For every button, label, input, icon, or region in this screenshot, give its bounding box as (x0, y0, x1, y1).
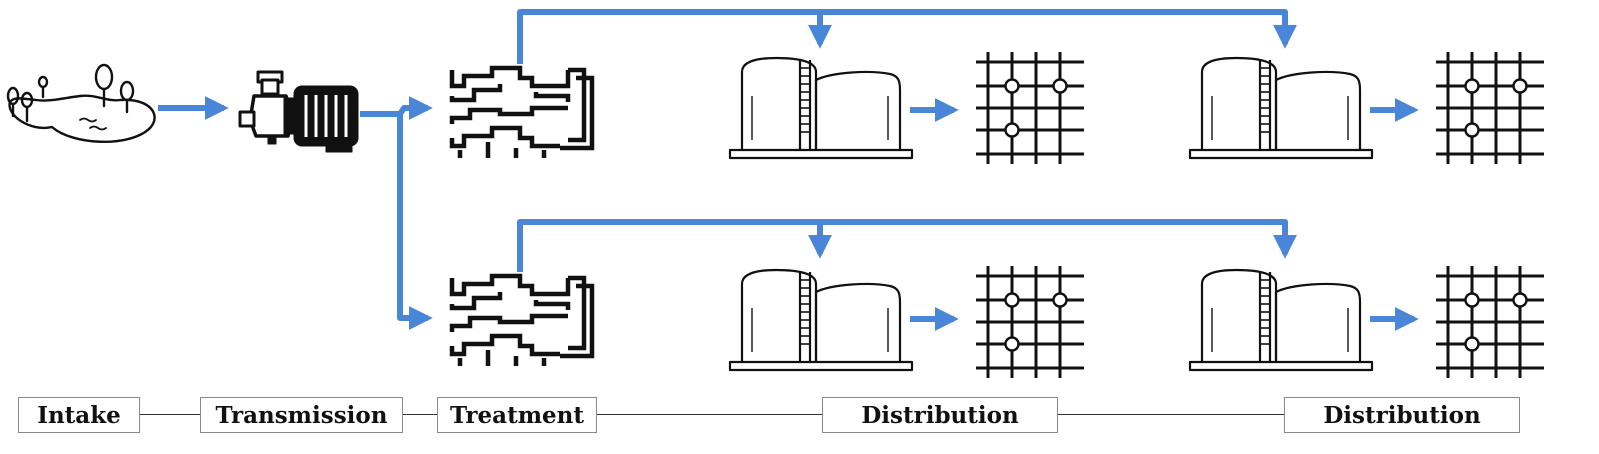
flow-line-treatment-1-to-storage (517, 9, 1297, 64)
stage-distribution: Distribution (1284, 397, 1520, 433)
flow-line-treatment-2-to-storage (517, 219, 1297, 272)
flow-arrow-pump-to-treatment-2 (397, 114, 433, 330)
stage-distribution: Distribution (822, 397, 1058, 433)
water-supply-diagram (6, 9, 1546, 380)
stage-transmission: Transmission (200, 397, 403, 433)
stage-intake: Intake (18, 397, 140, 433)
stage-label: Distribution (1323, 401, 1481, 429)
stage-label: Intake (37, 401, 121, 429)
pipe-network-grid-icon (974, 264, 1086, 380)
storage-tank-icon (728, 268, 914, 372)
stage-label: Treatment (449, 401, 585, 429)
stage-label: Transmission (215, 401, 388, 429)
stage-label: Distribution (861, 401, 1019, 429)
treatment-plant-icon (452, 68, 592, 158)
stage-treatment: Treatment (437, 397, 597, 433)
stage-connector-line (140, 414, 1284, 415)
pipe-network-grid-icon (1434, 50, 1546, 166)
lake-with-trees-icon (6, 63, 156, 143)
storage-tank-icon (1188, 268, 1374, 372)
flow-arrow-pump-to-treatment-1 (360, 96, 433, 120)
storage-tank-icon (728, 56, 914, 160)
treatment-plant-icon (452, 276, 592, 366)
pipe-network-grid-icon (1434, 264, 1546, 380)
pump-icon (238, 70, 360, 154)
storage-tank-icon (1188, 56, 1374, 160)
pipe-network-grid-icon (974, 50, 1086, 166)
